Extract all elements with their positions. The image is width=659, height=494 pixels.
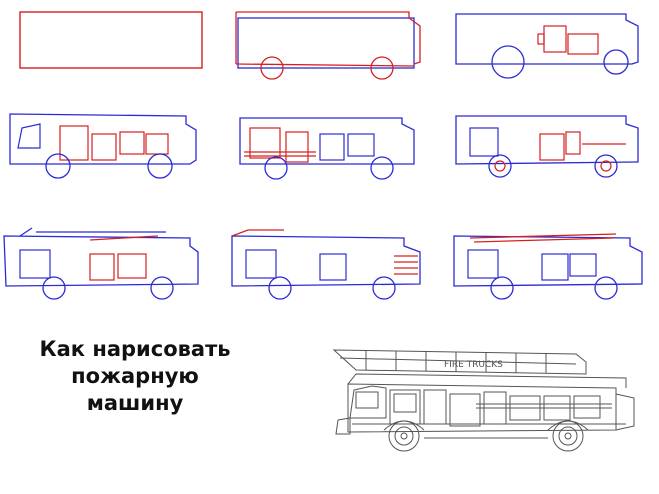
step-4-drawing	[0, 104, 200, 192]
step-9-drawing	[446, 222, 646, 310]
page-title: Как нарисовать пожарную машину	[20, 336, 250, 417]
step-1-drawing	[12, 4, 212, 92]
fire-trucks-label: FIRE TRUCKS	[444, 360, 503, 370]
step-8-drawing	[224, 222, 424, 310]
title-line-2: пожарную машину	[71, 364, 199, 415]
step-3-drawing	[446, 4, 646, 92]
step-5-drawing	[224, 104, 424, 192]
step-2-drawing	[224, 4, 424, 92]
final-fire-truck-drawing: FIRE TRUCKS	[326, 338, 646, 458]
title-line-1: Как нарисовать	[39, 337, 231, 361]
step-6-drawing	[446, 104, 646, 192]
step-7-drawing	[0, 222, 200, 310]
